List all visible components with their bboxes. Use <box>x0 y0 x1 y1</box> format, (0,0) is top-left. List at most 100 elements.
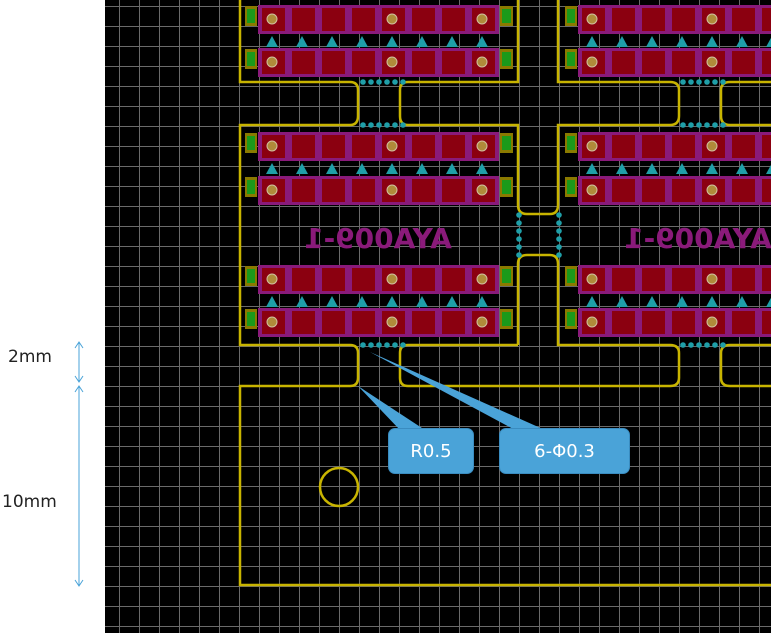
via-hole <box>680 342 686 348</box>
resistor-pad <box>412 51 435 74</box>
via-pad <box>386 56 398 68</box>
resistor-pad <box>612 311 635 334</box>
triangle-marker-icon <box>586 36 598 47</box>
pad-right-green <box>502 9 511 23</box>
resistor-pad <box>732 179 755 202</box>
via-hole <box>384 79 390 85</box>
triangle-marker-icon <box>296 296 308 307</box>
triangle-marker-icon <box>356 36 368 47</box>
triangle-marker-icon <box>766 297 771 307</box>
triangle-marker-icon <box>416 36 428 47</box>
callout-radius: R0.5 <box>388 428 474 474</box>
via-pad <box>266 273 278 285</box>
via-pad <box>266 140 278 152</box>
triangle-marker-icon <box>356 163 368 174</box>
triangle-marker-icon <box>766 37 771 47</box>
resistor-pad <box>642 268 665 291</box>
resistor-pad <box>732 311 755 334</box>
pad-left-green <box>567 312 575 326</box>
via-pad <box>266 13 278 25</box>
dimension-2mm-label: 2mm <box>8 347 52 367</box>
pad-right-green <box>502 180 511 194</box>
resistor-pad <box>672 179 695 202</box>
via-hole <box>392 79 398 85</box>
triangle-marker-icon <box>736 36 748 47</box>
triangle-marker-icon <box>476 296 488 307</box>
triangle-marker-icon <box>266 296 278 307</box>
via-hole <box>516 252 522 258</box>
pad-left-green <box>567 136 575 150</box>
resistor-pad <box>352 51 375 74</box>
board-outline-middle-bottom <box>398 253 681 388</box>
pad-right-green <box>502 312 511 326</box>
resistor-pad <box>732 8 755 31</box>
resistor-pad <box>762 268 771 291</box>
resistor-pad <box>762 179 771 202</box>
triangle-marker-icon <box>446 163 458 174</box>
via-hole <box>400 342 406 348</box>
triangle-marker-icon <box>766 164 771 174</box>
resistor-pad <box>612 179 635 202</box>
via-hole <box>384 342 390 348</box>
triangle-marker-icon <box>706 296 718 307</box>
triangle-marker-icon <box>296 36 308 47</box>
via-pad <box>386 316 398 328</box>
resistor-pad <box>442 179 465 202</box>
triangle-marker-icon <box>446 36 458 47</box>
resistor-pad <box>352 311 375 334</box>
via-hole <box>712 122 718 128</box>
triangle-marker-icon <box>326 163 338 174</box>
triangle-marker-icon <box>676 163 688 174</box>
resistor-pad <box>612 268 635 291</box>
via-hole <box>556 228 562 234</box>
resistor-pad <box>292 268 315 291</box>
resistor-pad <box>292 8 315 31</box>
resistor-pad <box>732 135 755 158</box>
triangle-marker-icon <box>736 296 748 307</box>
triangle-marker-icon <box>296 163 308 174</box>
resistor-pad <box>292 51 315 74</box>
triangle-marker-icon <box>476 163 488 174</box>
via-hole <box>556 252 562 258</box>
via-hole <box>704 79 710 85</box>
resistor-pad <box>442 51 465 74</box>
via-pad <box>476 184 488 196</box>
via-hole <box>696 342 702 348</box>
via-hole <box>704 122 710 128</box>
via-pad <box>586 56 598 68</box>
via-hole <box>556 244 562 250</box>
via-hole <box>556 220 562 226</box>
pad-left-green <box>567 52 575 66</box>
triangle-marker-icon <box>586 296 598 307</box>
arrowhead-icon <box>74 385 84 393</box>
resistor-pad <box>442 311 465 334</box>
via-pad <box>586 316 598 328</box>
via-hole <box>680 122 686 128</box>
resistor-pad <box>642 51 665 74</box>
pad-right-green <box>502 136 511 150</box>
via-hole <box>516 212 522 218</box>
via-pad <box>586 13 598 25</box>
via-hole <box>368 122 374 128</box>
via-hole <box>368 342 374 348</box>
resistor-pad <box>322 51 345 74</box>
resistor-pad <box>732 268 755 291</box>
via-pad <box>706 184 718 196</box>
resistor-pad <box>322 311 345 334</box>
via-hole <box>376 122 382 128</box>
resistor-pad <box>672 311 695 334</box>
triangle-marker-icon <box>646 296 658 307</box>
via-hole <box>360 122 366 128</box>
resistor-pad <box>672 135 695 158</box>
via-hole <box>376 79 382 85</box>
via-pad <box>706 273 718 285</box>
via-pad <box>706 13 718 25</box>
via-pad <box>706 316 718 328</box>
triangle-marker-icon <box>646 163 658 174</box>
via-hole <box>368 79 374 85</box>
resistor-pad <box>672 8 695 31</box>
via-hole <box>680 79 686 85</box>
via-hole <box>712 79 718 85</box>
via-pad <box>476 56 488 68</box>
via-hole <box>376 342 382 348</box>
